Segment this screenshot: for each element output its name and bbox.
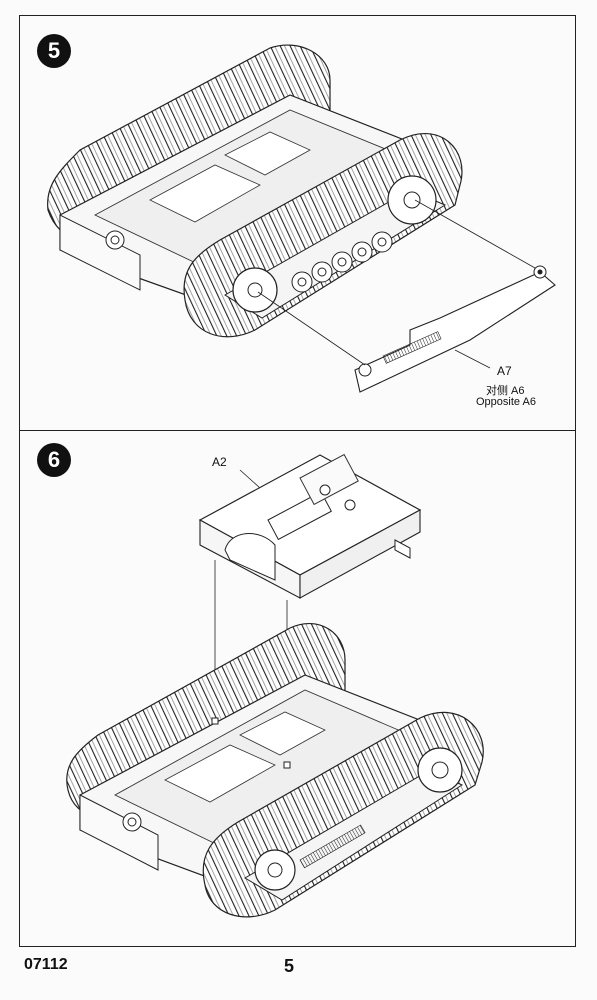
page-number: 5	[284, 956, 295, 976]
part-a2-transmission	[198, 453, 422, 599]
part-a7-side-rail	[354, 265, 556, 393]
kit-number: 07112	[24, 956, 68, 973]
part-a6-opposite-en: Opposite A6	[476, 396, 536, 408]
part-a2-label: A2	[212, 455, 227, 469]
part-a7-label: A7	[497, 364, 512, 378]
step-5-badge: 5	[37, 34, 71, 68]
step5-chassis	[47, 44, 463, 338]
part-a6-opposite-cn: 对侧 A6	[486, 385, 525, 397]
step5-leader-lines	[257, 199, 536, 369]
step-6-badge: 6	[37, 443, 71, 477]
step6-chassis	[66, 623, 484, 918]
page-border	[19, 15, 576, 947]
step-divider	[19, 430, 576, 431]
